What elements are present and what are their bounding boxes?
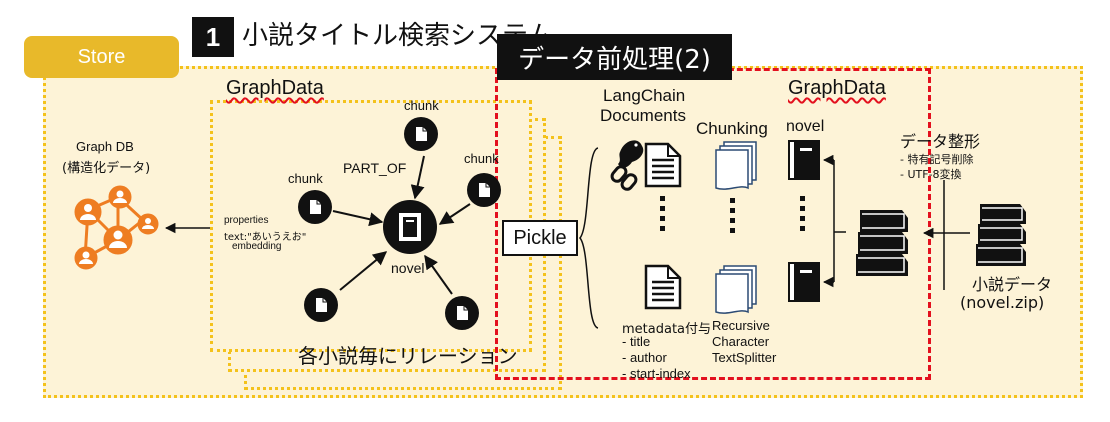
chunk-label-right: chunk	[464, 151, 499, 166]
chunk-node-bottom-left	[304, 288, 338, 322]
splitter-line-2: Character	[712, 334, 770, 349]
langchain-document-icon-bottom	[644, 264, 682, 310]
formatted-books-icon	[856, 210, 908, 276]
chunk-label-top: chunk	[404, 98, 439, 113]
graphdata-label: GraphData	[788, 77, 886, 99]
graph-db-sublabel: (構造化データ)	[62, 161, 151, 176]
graph-edges	[332, 155, 471, 295]
chain-link-icon	[610, 165, 638, 191]
pickle-box: Pickle	[502, 220, 578, 256]
metadata-item-start-index: - start-index	[622, 366, 691, 381]
chunk-node-right	[467, 173, 501, 207]
graph-db-icon	[74, 185, 159, 270]
source-file: (novel.zip)	[960, 293, 1045, 312]
novel-center-node	[383, 200, 437, 254]
metadata-item-author: - author	[622, 350, 667, 365]
vertical-dots-langchain	[660, 196, 665, 231]
format-item-2: - UTF-8変換	[900, 168, 962, 181]
chunking-label: Chunking	[696, 119, 768, 138]
graph-db-label: Graph DB	[76, 139, 134, 154]
novel-center-label: novel	[391, 260, 425, 276]
chunking-pages-icon-top	[715, 141, 757, 190]
properties-label: properties	[224, 215, 269, 226]
vertical-dots-novel	[800, 196, 805, 231]
source-books-icon	[976, 204, 1026, 266]
graph-panel-title: GraphData	[226, 77, 324, 99]
parrot-icon	[618, 140, 644, 168]
format-title: データ整形	[900, 132, 981, 151]
chunk-node-top	[404, 117, 438, 151]
store-tab-label: Store	[77, 45, 126, 68]
chunking-pages-icon-bottom	[715, 265, 757, 314]
chunk-label-left: chunk	[288, 171, 323, 186]
novel-book-icon-bottom	[788, 262, 820, 302]
metadata-item-title: - title	[622, 334, 651, 349]
title-number-badge: 1	[192, 17, 234, 57]
store-tab: Store	[24, 36, 179, 78]
langchain-title-1: LangChain	[603, 86, 686, 105]
relation-label: PART_OF	[343, 160, 407, 176]
pickle-bracket	[579, 147, 599, 329]
novel-book-icon-top	[788, 140, 820, 180]
splitter-line-3: TextSplitter	[712, 350, 777, 365]
vertical-dots-chunking	[730, 198, 735, 233]
properties-text: text:"あいうえお"	[224, 232, 307, 243]
split-arrows	[822, 154, 846, 288]
properties-embedding: embedding	[232, 241, 282, 252]
chunk-node-bottom-right	[445, 296, 479, 330]
format-item-1: - 特有記号削除	[900, 153, 974, 166]
langchain-document-icon-top	[644, 142, 682, 188]
metadata-title: metadata付与	[622, 322, 712, 337]
graph-panel-footer: 各小説毎にリレーション	[298, 344, 518, 368]
novel-column-label: novel	[786, 118, 825, 135]
splitter-line-1: Recursive	[712, 318, 770, 333]
source-label: 小説データ	[972, 275, 1053, 294]
chunk-node-left	[298, 190, 332, 224]
langchain-title-2: Documents	[600, 106, 686, 125]
preprocess-title: データ前処理(2)	[497, 34, 732, 80]
